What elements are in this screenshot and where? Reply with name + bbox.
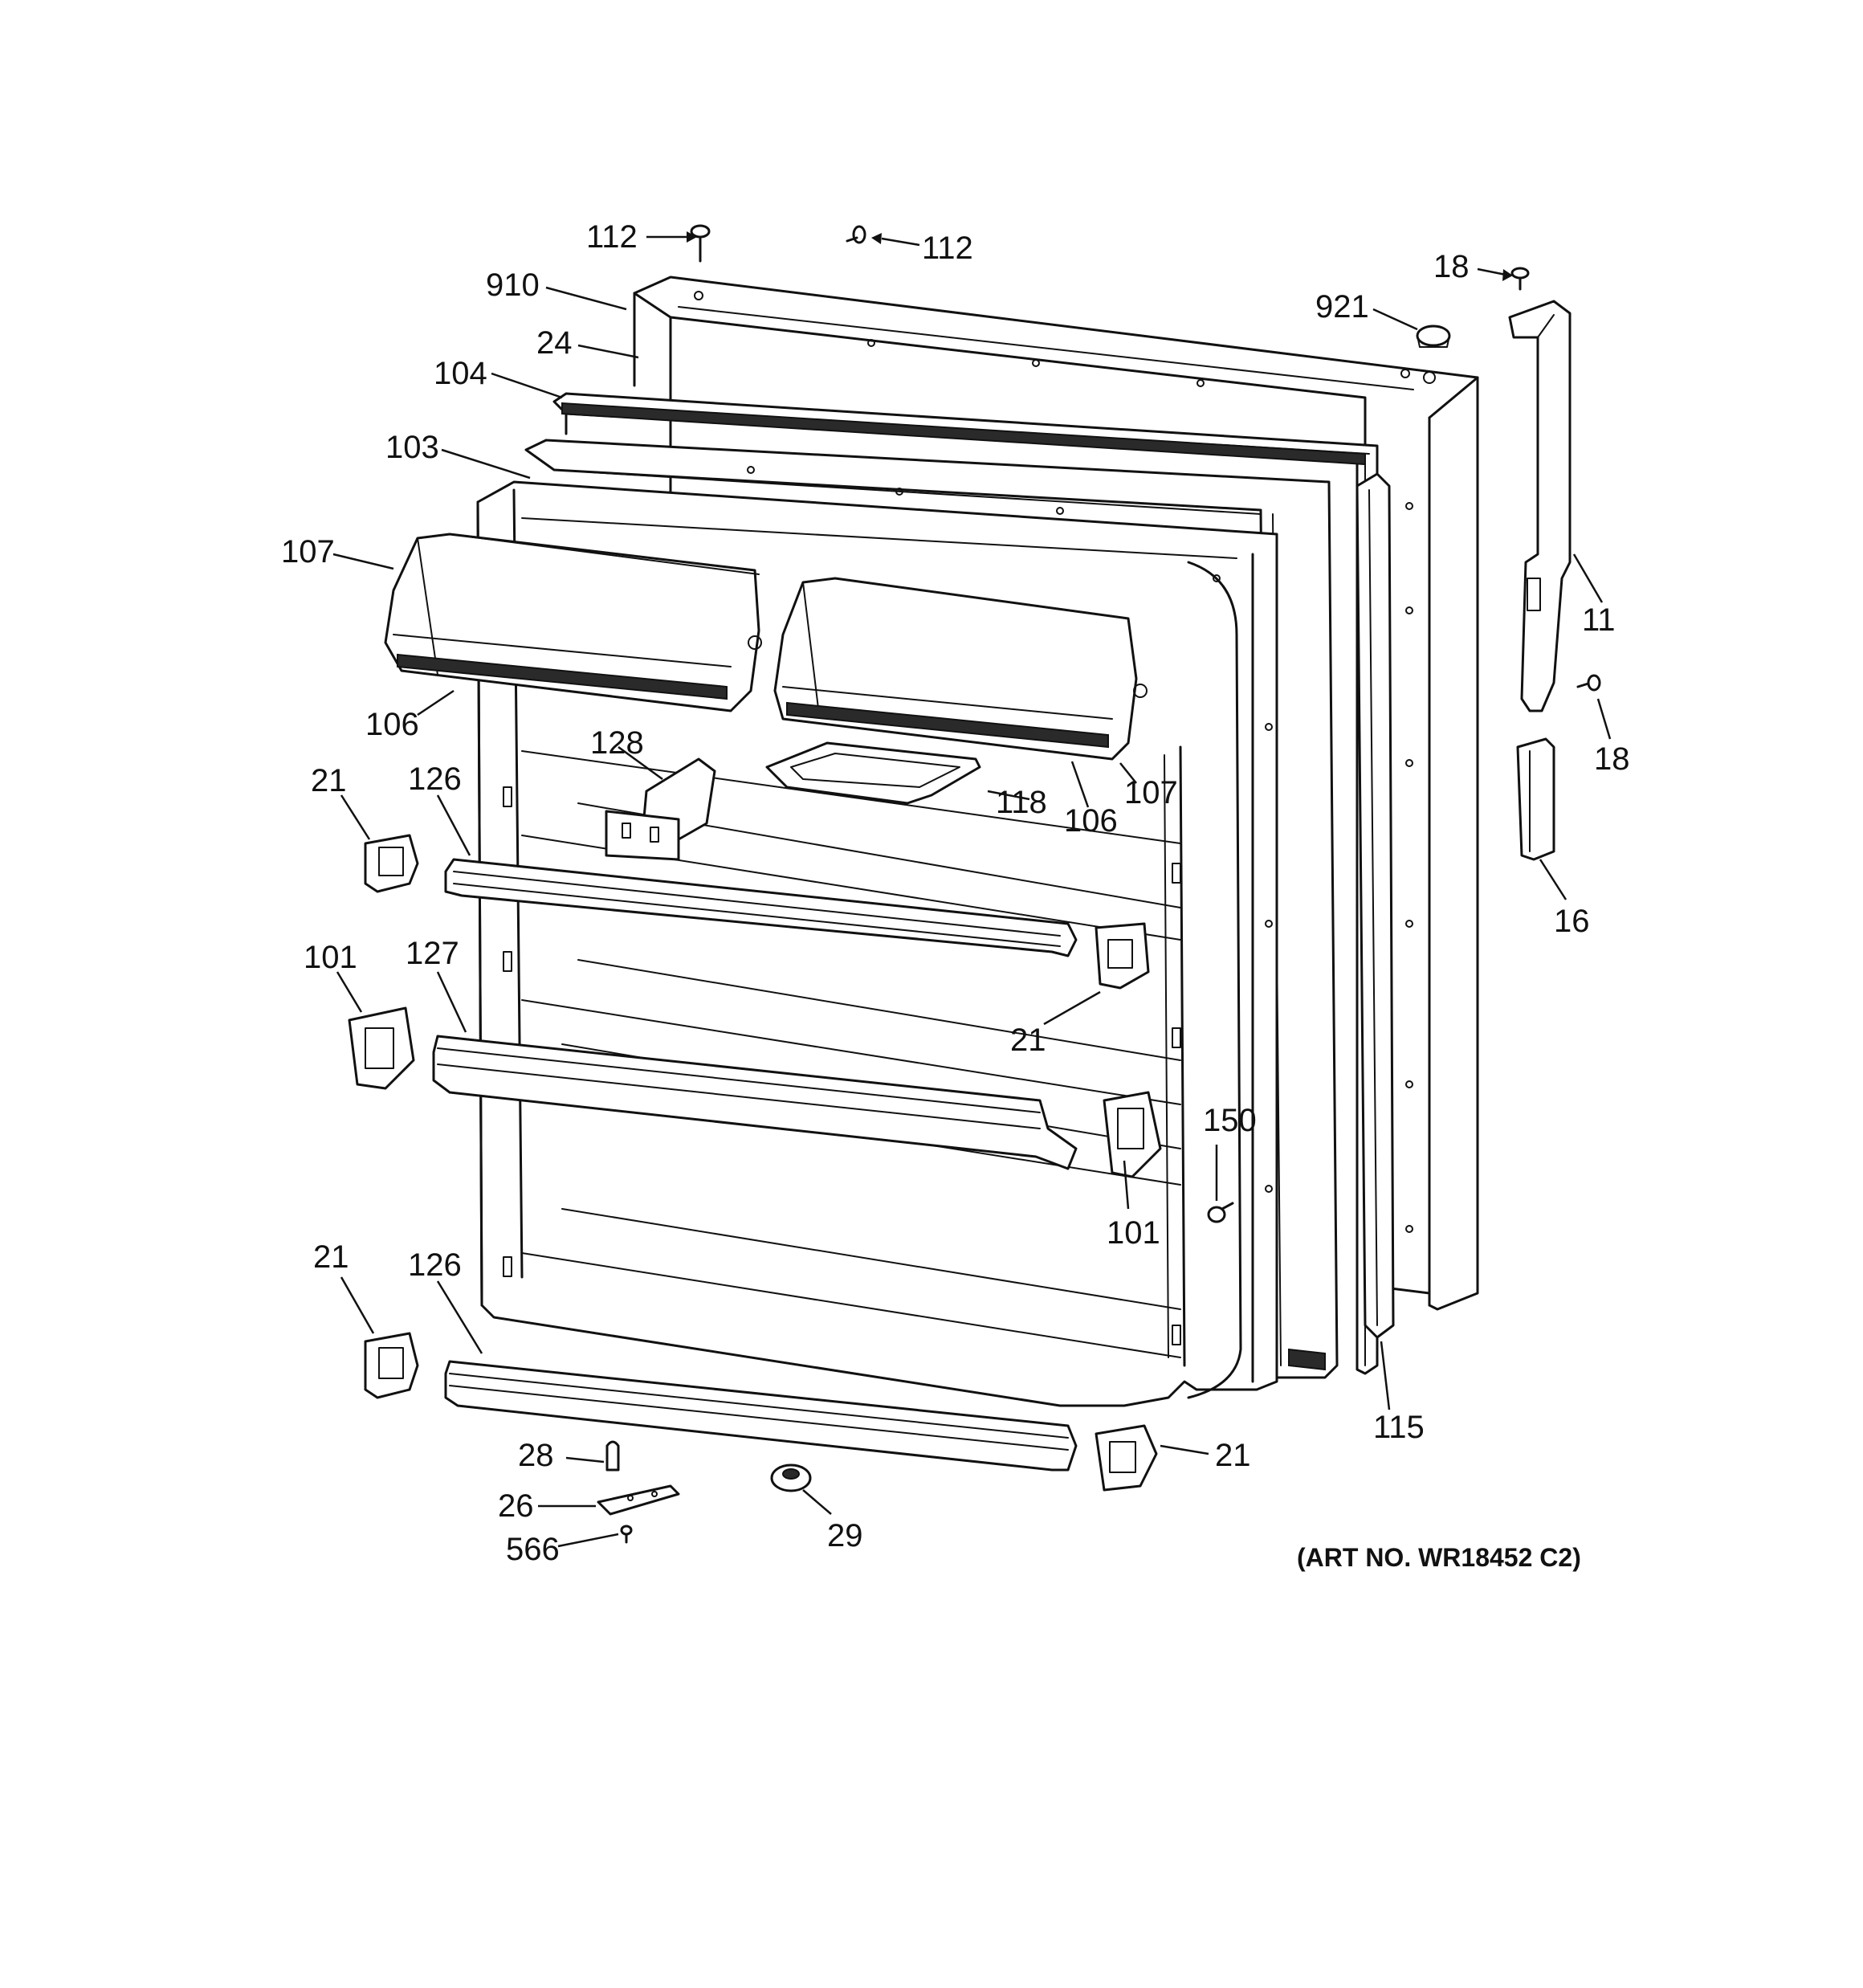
pin-28 bbox=[605, 1440, 620, 1472]
callout-150: 150 bbox=[1203, 1103, 1257, 1138]
callout-28: 28 bbox=[518, 1438, 554, 1473]
end-cap-upper-left bbox=[364, 834, 419, 893]
callout-106-right: 106 bbox=[1064, 803, 1118, 839]
callout-101-right: 101 bbox=[1107, 1215, 1160, 1251]
callout-921: 921 bbox=[1315, 289, 1369, 325]
shelf-rail-upper bbox=[444, 858, 1078, 957]
callout-18-right: 18 bbox=[1594, 741, 1630, 777]
end-cap-lower-left bbox=[364, 1332, 419, 1399]
callout-24: 24 bbox=[536, 325, 573, 361]
art-number: (ART NO. WR18452 C2) bbox=[1297, 1543, 1581, 1572]
callout-126-lower: 126 bbox=[408, 1247, 462, 1283]
callout-18-top: 18 bbox=[1433, 249, 1470, 284]
end-cap-101-right bbox=[1103, 1091, 1162, 1178]
callout-107-right: 107 bbox=[1124, 775, 1178, 810]
handle-cap bbox=[1516, 737, 1555, 861]
callout-106-left: 106 bbox=[365, 707, 419, 742]
callout-128: 128 bbox=[590, 725, 644, 761]
plate-26 bbox=[597, 1484, 680, 1516]
shelf-bracket bbox=[605, 757, 716, 861]
callout-112-left: 112 bbox=[586, 219, 638, 255]
callout-126-upper: 126 bbox=[408, 761, 462, 797]
callout-labels: 112 112 910 24 104 103 107 106 128 21 12… bbox=[281, 219, 1630, 1567]
callout-21-mid: 21 bbox=[1010, 1023, 1046, 1058]
callout-21-upper-left: 21 bbox=[311, 763, 347, 798]
callout-21-lower-right: 21 bbox=[1215, 1438, 1251, 1473]
callout-104: 104 bbox=[434, 356, 487, 391]
screw-566 bbox=[620, 1525, 633, 1544]
leader-lines bbox=[332, 231, 1612, 1548]
callout-29: 29 bbox=[827, 1518, 863, 1553]
screw-18-right bbox=[1576, 674, 1601, 692]
end-cap-lower-right bbox=[1095, 1424, 1158, 1492]
callout-910: 910 bbox=[486, 267, 540, 303]
callout-11: 11 bbox=[1582, 602, 1616, 638]
plug-button bbox=[1416, 325, 1451, 348]
callout-21-lower-left: 21 bbox=[313, 1239, 349, 1275]
dairy-door-right bbox=[773, 577, 1148, 761]
dairy-door-left bbox=[384, 533, 762, 712]
shelf-rail-lower bbox=[444, 1360, 1078, 1472]
callout-26: 26 bbox=[498, 1488, 534, 1524]
callout-16: 16 bbox=[1554, 904, 1590, 939]
egg-bin bbox=[765, 741, 981, 805]
shelf-rail-middle bbox=[432, 1035, 1078, 1170]
callout-107-left: 107 bbox=[281, 534, 335, 569]
door-trim-strip bbox=[1355, 472, 1395, 1339]
screw-top-middle bbox=[846, 225, 866, 244]
screw-top-left bbox=[690, 224, 711, 263]
callout-115: 115 bbox=[1373, 1410, 1425, 1445]
callout-566: 566 bbox=[506, 1532, 560, 1567]
callout-112-right: 112 bbox=[922, 231, 973, 266]
bumper-29 bbox=[770, 1463, 812, 1492]
end-cap-101-left bbox=[348, 1006, 415, 1090]
door-handle bbox=[1508, 300, 1572, 712]
callout-118: 118 bbox=[996, 785, 1047, 820]
end-cap-upper-right bbox=[1095, 922, 1150, 990]
screw-18-top bbox=[1510, 267, 1530, 291]
door-gasket bbox=[552, 392, 1379, 1375]
callout-101-left: 101 bbox=[304, 940, 357, 975]
screw-150 bbox=[1207, 1202, 1234, 1223]
callout-127: 127 bbox=[406, 936, 459, 971]
callout-103: 103 bbox=[385, 430, 439, 465]
